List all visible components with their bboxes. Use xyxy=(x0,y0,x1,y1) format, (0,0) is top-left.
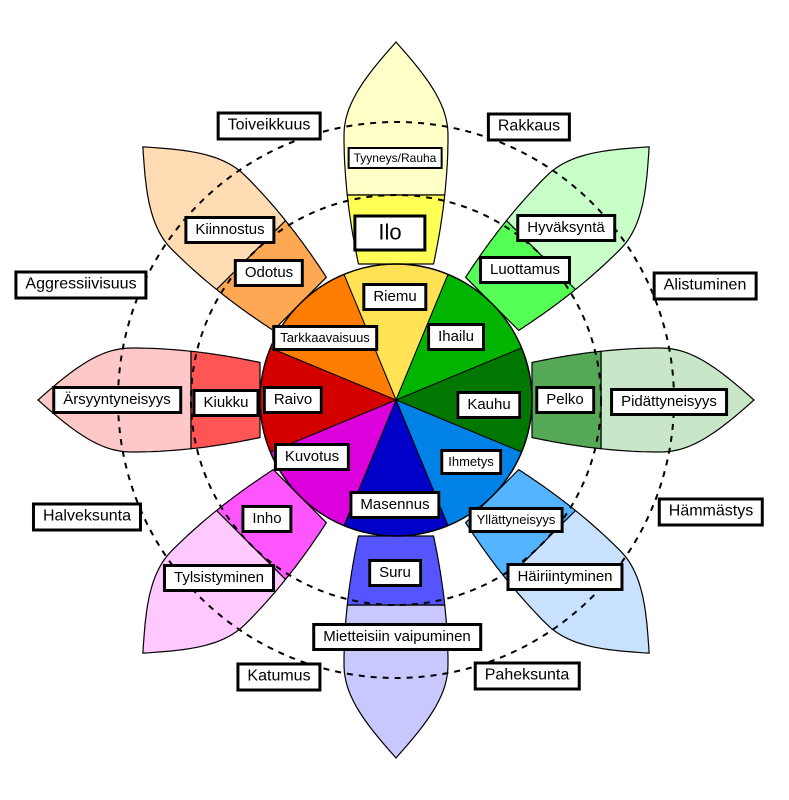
label-aggressiivisuus: Aggressiivisuus xyxy=(14,270,148,300)
label-kiukku: Kiukku xyxy=(192,389,260,417)
label-ihmetys: Ihmetys xyxy=(440,449,502,475)
label-ilo: Ilo xyxy=(353,214,427,252)
label-toiveikkuus: Toiveikkuus xyxy=(216,111,322,141)
label-kiinnostus: Kiinnostus xyxy=(184,216,276,244)
core-ring xyxy=(259,263,533,537)
label-pidattyneisyys: Pidättyneisyys xyxy=(610,388,728,416)
label-arsyyntyneisyys: Ärsyyntyneisyys xyxy=(52,386,182,414)
label-suru: Suru xyxy=(368,559,422,587)
label-rakkaus: Rakkaus xyxy=(486,112,572,142)
label-kuvotus: Kuvotus xyxy=(273,443,351,471)
label-alistuminen: Alistuminen xyxy=(652,271,758,301)
label-tylsistyminen: Tylsistyminen xyxy=(162,564,276,592)
label-kauhu: Kauhu xyxy=(456,391,522,419)
label-hammastys: Hämmästys xyxy=(657,497,765,527)
dashed-ring-inner xyxy=(190,194,602,606)
label-riemu: Riemu xyxy=(362,283,428,311)
label-odotus: Odotus xyxy=(233,259,305,287)
label-tarkkaavaisuus: Tarkkaavaisuus xyxy=(272,325,378,351)
label-luottamus: Luottamus xyxy=(478,256,572,284)
label-inho: Inho xyxy=(241,505,293,533)
label-pelko: Pelko xyxy=(535,386,595,414)
label-ihailu: Ihailu xyxy=(427,323,485,351)
label-hyvaksynta: Hyväksyntä xyxy=(516,214,616,242)
label-halveksunta: Halveksunta xyxy=(31,502,143,532)
label-hairiintyminen: Häiriintyminen xyxy=(506,563,624,591)
label-katumus: Katumus xyxy=(236,662,322,692)
label-paheksunta: Paheksunta xyxy=(473,661,581,691)
label-yllattyneisyys: Yllättyneisyys xyxy=(468,507,564,533)
label-raivo: Raivo xyxy=(262,386,324,414)
label-masennus: Masennus xyxy=(349,491,441,519)
label-tyyneys: Tyyneys/Rauha xyxy=(347,147,443,169)
label-mietteisiin: Mietteisiin vaipuminen xyxy=(312,623,482,651)
